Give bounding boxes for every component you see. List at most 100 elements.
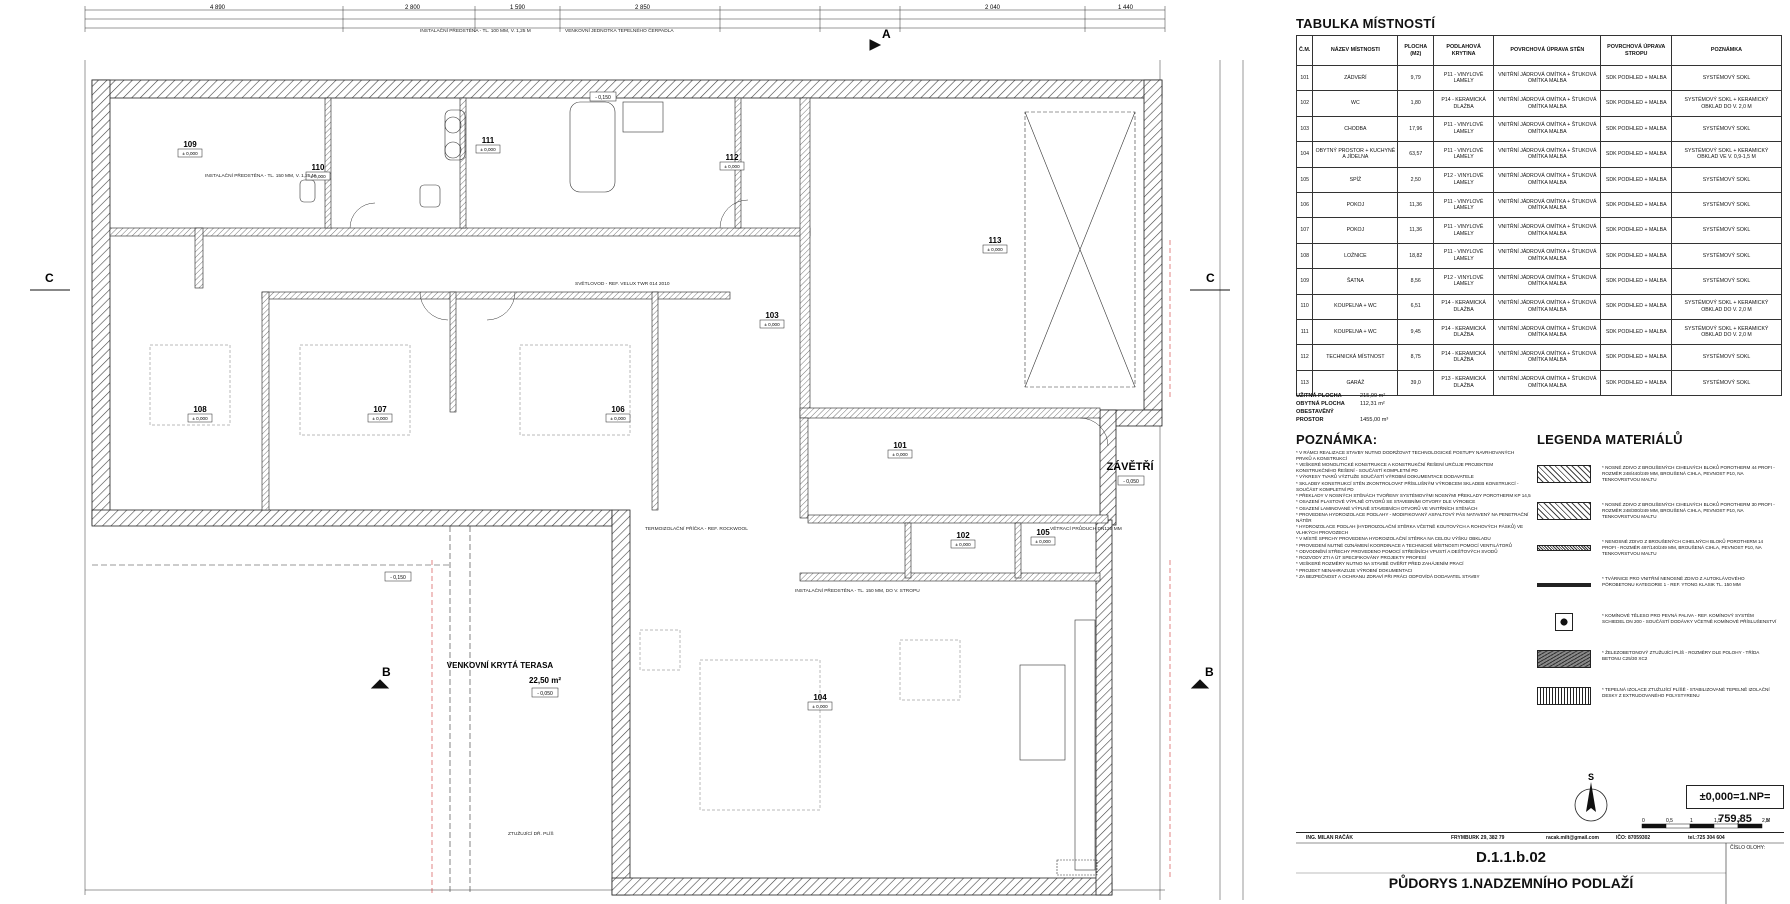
legend-text: * NENOSNÉ ZDIVO Z BROUŠENÝCH CIHELNÝCH B…: [1602, 539, 1764, 556]
table-cell: 103: [1295, 115, 1314, 143]
table-cell: WC: [1312, 90, 1399, 117]
table-cell: P11 - VINYLOVÉ LAMELY: [1433, 115, 1495, 143]
note-item: * VEŠKERÉ MONOLITICKÉ KONSTRUKCE A KONST…: [1296, 462, 1494, 474]
scale-tick-label: 2: [1738, 818, 1741, 824]
table-cell: TECHNICKÁ MÍSTNOST: [1312, 344, 1399, 371]
table-cell: 102: [1295, 90, 1314, 117]
plan-note-1: INSTALAČNÍ PŘEDSTĚNA - TL. 150 MM, V. 1,…: [205, 171, 316, 179]
scale-tick-label: 0,5: [1666, 818, 1673, 824]
plan-note-6: INSTALAČNÍ PŘEDSTĚNA - TL. 150 MM, DO V.…: [795, 586, 920, 594]
note-item: * PROVEDENÍ NUTNÉ OZNÁMENÍ KOORDINACE A …: [1296, 542, 1513, 548]
table-cell: 6,51: [1397, 293, 1435, 320]
table-cell: VNITŘNÍ JÁDROVÁ OMÍTKA + ŠTUKOVÁ OMÍTKA …: [1493, 268, 1602, 295]
garage-skylight: [1024, 111, 1136, 388]
table-cell: SYSTÉMOVÝ SOKL: [1670, 115, 1783, 143]
legend-title: LEGENDA MATERIÁLŮ: [1537, 432, 1683, 447]
stamp-address: FRYMBURK 29, 382 79: [1451, 835, 1505, 841]
room-number: 108: [193, 405, 207, 414]
legend-swatch: [1537, 502, 1591, 520]
room-table-title: TABULKA MÍSTNOSTÍ: [1296, 16, 1436, 31]
floor-plan-drawing: 4 890 2 800 1 590 2 850 2 040 1 440: [30, 5, 1244, 900]
table-cell: 110: [1295, 293, 1314, 320]
notes-list: * V RÁMCI REALIZACE STAVBY NUTNO DODRŽOV…: [1296, 450, 1531, 580]
stamp-author: ING. MILAN RAČÁK: [1306, 835, 1353, 841]
top-dim-3: 1 590: [510, 5, 526, 11]
scale-tick-label: 2,5: [1762, 818, 1769, 824]
table-cell: 39,0: [1397, 369, 1435, 397]
table-cell: 8,75: [1397, 344, 1435, 371]
note-item: * PROJEKT NENAHRAZUJE VÝROBNÍ DOKUMENTAC…: [1296, 567, 1413, 573]
table-cell: P11 - VINYLOVÉ LAMELY: [1433, 242, 1495, 270]
interior-walls: [109, 97, 1109, 582]
terrace-elev-box: [531, 687, 559, 698]
table-cell: SYSTÉMOVÝ SOKL + KERAMICKÝ OBKLAD DO V. …: [1670, 90, 1783, 117]
note-item: * PROVEDENA HYDROIZOLACE PODLAHY - MODIF…: [1296, 511, 1529, 523]
note-item: * ZA BEZPEČNOST A OCHRANU ZDRAVÍ PŘI PRÁ…: [1296, 573, 1480, 579]
stamp-email: racak.milt@gmail.com: [1546, 835, 1599, 841]
section-mark-c-left: C: [45, 271, 54, 285]
notes-title: POZNÁMKA:: [1296, 432, 1378, 447]
plan-note-2: INSTALAČNÍ PŘEDSTĚNA - TL. 100 MM, V. 1,…: [420, 26, 531, 34]
room-number: 107: [373, 405, 387, 414]
room-table-header-cell: NÁZEV MÍSTNOSTI: [1312, 35, 1399, 66]
room-elev-box: [807, 701, 833, 711]
room-number: 112: [726, 153, 739, 162]
table-cell: SYSTÉMOVÝ SOKL: [1670, 217, 1783, 244]
room-number: 104: [813, 693, 827, 702]
room-number: 111: [482, 136, 495, 145]
top-dim-6: 1 440: [1118, 5, 1134, 11]
legend-swatch: [1537, 545, 1591, 551]
table-cell: P12 - VINYLOVÉ LAMELY: [1433, 268, 1495, 295]
table-cell: VNITŘNÍ JÁDROVÁ OMÍTKA + ŠTUKOVÁ OMÍTKA …: [1493, 166, 1602, 193]
legend-text: * NOSNÉ ZDIVO Z BROUŠENÝCH CIHELNÝCH BLO…: [1602, 502, 1775, 519]
table-cell: 108: [1295, 242, 1314, 270]
elev-box-1: [589, 91, 617, 102]
table-cell: VNITŘNÍ JÁDROVÁ OMÍTKA + ŠTUKOVÁ OMÍTKA …: [1493, 64, 1602, 92]
table-cell: SDK PODHLED + MALBA: [1600, 268, 1672, 295]
room-elevation: ± 0,000: [987, 247, 1003, 252]
room-elev-box: [950, 539, 976, 549]
room-elev-box: [887, 449, 913, 459]
note-item: * HYDROIZOLACE PODLAH (HYDROIZOLAČNÍ STĚ…: [1296, 524, 1524, 535]
table-cell: P14 - KERAMICKÁ DLAŽBA: [1433, 293, 1495, 320]
table-cell: LOŽNICE: [1312, 242, 1399, 270]
zaveti-title: ZÁVĚTŘÍ: [1106, 460, 1154, 473]
scale-segment: [1665, 823, 1691, 829]
room-table-header-cell: POZNÁMKA: [1670, 35, 1783, 66]
scale-tick-label: 0: [1642, 818, 1645, 824]
terrace-elev: - 0,050: [537, 691, 553, 697]
room-elev-box: [305, 171, 331, 181]
room-elev-box: [367, 413, 393, 423]
table-cell: SDK PODHLED + MALBA: [1600, 115, 1672, 143]
table-cell: VNITŘNÍ JÁDROVÁ OMÍTKA + ŠTUKOVÁ OMÍTKA …: [1493, 115, 1602, 143]
bath-fixtures: [299, 101, 664, 208]
room-number: 109: [183, 140, 197, 149]
exterior-walls: [91, 79, 1163, 896]
table-cell: 9,45: [1397, 318, 1435, 346]
legend-text: * NOSNÉ ZDIVO Z BROUŠENÝCH CIHELNÝCH BLO…: [1602, 465, 1775, 482]
room-elevation: ± 0,000: [892, 452, 908, 457]
table-cell: 2,50: [1397, 166, 1435, 193]
table-cell: P14 - KERAMICKÁ DLAŽBA: [1433, 90, 1495, 117]
dining-layout: [149, 344, 961, 811]
room-elev-box: [1030, 536, 1056, 546]
room-number: 103: [765, 311, 779, 320]
table-cell: 109: [1295, 268, 1314, 295]
room-elev-box: [759, 319, 785, 329]
legend-swatch: [1537, 687, 1591, 705]
table-cell: SYSTÉMOVÝ SOKL: [1670, 191, 1783, 219]
kitchen-furniture: [1019, 619, 1098, 876]
room-elevation: ± 0,000: [610, 416, 626, 421]
table-cell: VNITŘNÍ JÁDROVÁ OMÍTKA + ŠTUKOVÁ OMÍTKA …: [1493, 293, 1602, 320]
legend-text: * TEPELNÁ IZOLACE ZTUŽUJÍCÍ PLÍŠĚ - STAB…: [1602, 687, 1770, 698]
plan-note-3: VENKOVNÍ JEDNOTKA TEPELNÉHO ČERPADLA: [565, 27, 674, 34]
room-elevation: ± 0,000: [955, 542, 971, 547]
